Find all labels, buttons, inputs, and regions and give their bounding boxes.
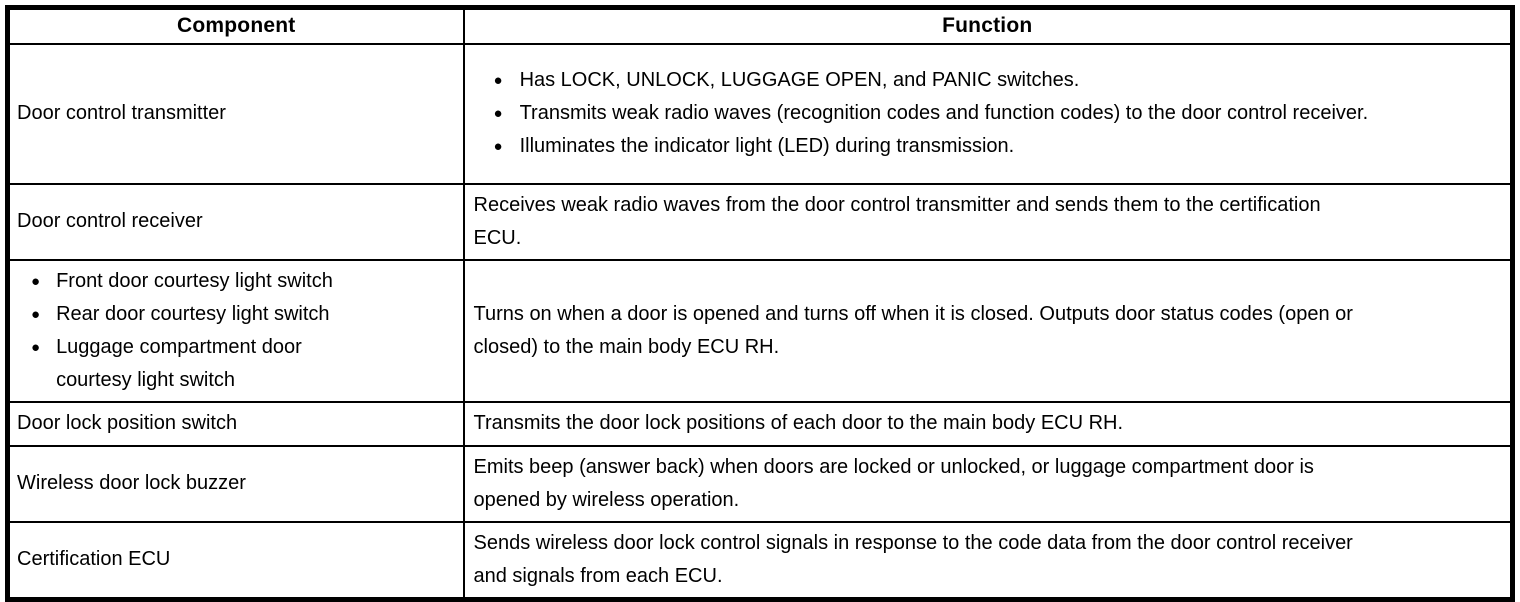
table-row: Door control receiver Receives weak radi… — [6, 182, 1514, 261]
function-text: Turns on when a door is opened and turns… — [473, 302, 1353, 358]
function-bullet-text: Transmits weak radio waves (recognition … — [519, 102, 1369, 124]
component-bullet-text: Luggage compartment door courtesy light … — [56, 335, 302, 391]
table-row: Door lock position switch Transmits the … — [6, 400, 1514, 447]
bullet-list: ● Has LOCK, UNLOCK, LUGGAGE OPEN, and PA… — [474, 64, 1503, 163]
component-cell: Door lock position switch — [6, 400, 465, 447]
function-bullet-text: Illuminates the indicator light (LED) du… — [519, 135, 1015, 157]
function-cell: Emits beep (answer back) when doors are … — [462, 444, 1514, 523]
function-bullet-text: Has LOCK, UNLOCK, LUGGAGE OPEN, and PANI… — [519, 69, 1080, 91]
bullet-icon: ● — [31, 338, 41, 356]
bullet-item: ● Illuminates the indicator light (LED) … — [474, 130, 1503, 163]
function-cell: Sends wireless door lock control signals… — [462, 520, 1514, 600]
function-cell: Transmits the door lock positions of eac… — [462, 400, 1514, 447]
function-text: Emits beep (answer back) when doors are … — [473, 455, 1314, 511]
component-label: Door lock position switch — [17, 412, 238, 434]
header-row: Component Function — [6, 6, 1514, 45]
bullet-item: ● Has LOCK, UNLOCK, LUGGAGE OPEN, and PA… — [474, 64, 1503, 97]
bullet-icon: ● — [31, 305, 41, 323]
bullet-icon: ● — [493, 72, 503, 89]
column-header-component: Component — [6, 6, 465, 45]
component-cell: Door control transmitter — [6, 42, 465, 185]
column-header-function: Function — [462, 6, 1514, 45]
component-cell: Door control receiver — [6, 182, 465, 261]
bullet-icon: ● — [31, 272, 41, 290]
component-bullet-text: Front door courtesy light switch — [56, 269, 333, 292]
function-cell: ● Has LOCK, UNLOCK, LUGGAGE OPEN, and PA… — [462, 42, 1514, 185]
bullet-item: ● Transmits weak radio waves (recognitio… — [474, 97, 1503, 130]
bullet-list: ● Front door courtesy light switch ● Rea… — [17, 265, 457, 397]
table-row: ● Front door courtesy light switch ● Rea… — [6, 258, 1514, 403]
component-cell: Wireless door lock buzzer — [6, 444, 465, 523]
table-row: Wireless door lock buzzer Emits beep (an… — [6, 444, 1514, 523]
component-function-table: Component Function Door control transmit… — [5, 5, 1515, 602]
bullet-item: ● Rear door courtesy light switch — [17, 298, 457, 331]
component-bullet-text: Rear door courtesy light switch — [56, 302, 330, 325]
component-label: Door control receiver — [17, 210, 203, 232]
function-text: Receives weak radio waves from the door … — [473, 193, 1321, 249]
component-cell: ● Front door courtesy light switch ● Rea… — [6, 258, 465, 403]
table-row: Certification ECU Sends wireless door lo… — [6, 520, 1514, 600]
table-row: Door control transmitter ● Has LOCK, UNL… — [6, 42, 1514, 185]
function-text: Sends wireless door lock control signals… — [473, 531, 1353, 587]
component-label: Door control transmitter — [17, 102, 226, 124]
component-cell: Certification ECU — [6, 520, 465, 600]
bullet-icon: ● — [493, 138, 503, 155]
bullet-item: ● Front door courtesy light switch — [17, 265, 457, 298]
bullet-item: ● Luggage compartment door courtesy ligh… — [17, 331, 457, 397]
function-text: Transmits the door lock positions of eac… — [473, 412, 1124, 434]
component-label: Wireless door lock buzzer — [17, 472, 246, 494]
component-label: Certification ECU — [17, 548, 171, 570]
bullet-icon: ● — [493, 105, 503, 122]
function-cell: Receives weak radio waves from the door … — [462, 182, 1514, 261]
function-cell: Turns on when a door is opened and turns… — [462, 258, 1514, 403]
